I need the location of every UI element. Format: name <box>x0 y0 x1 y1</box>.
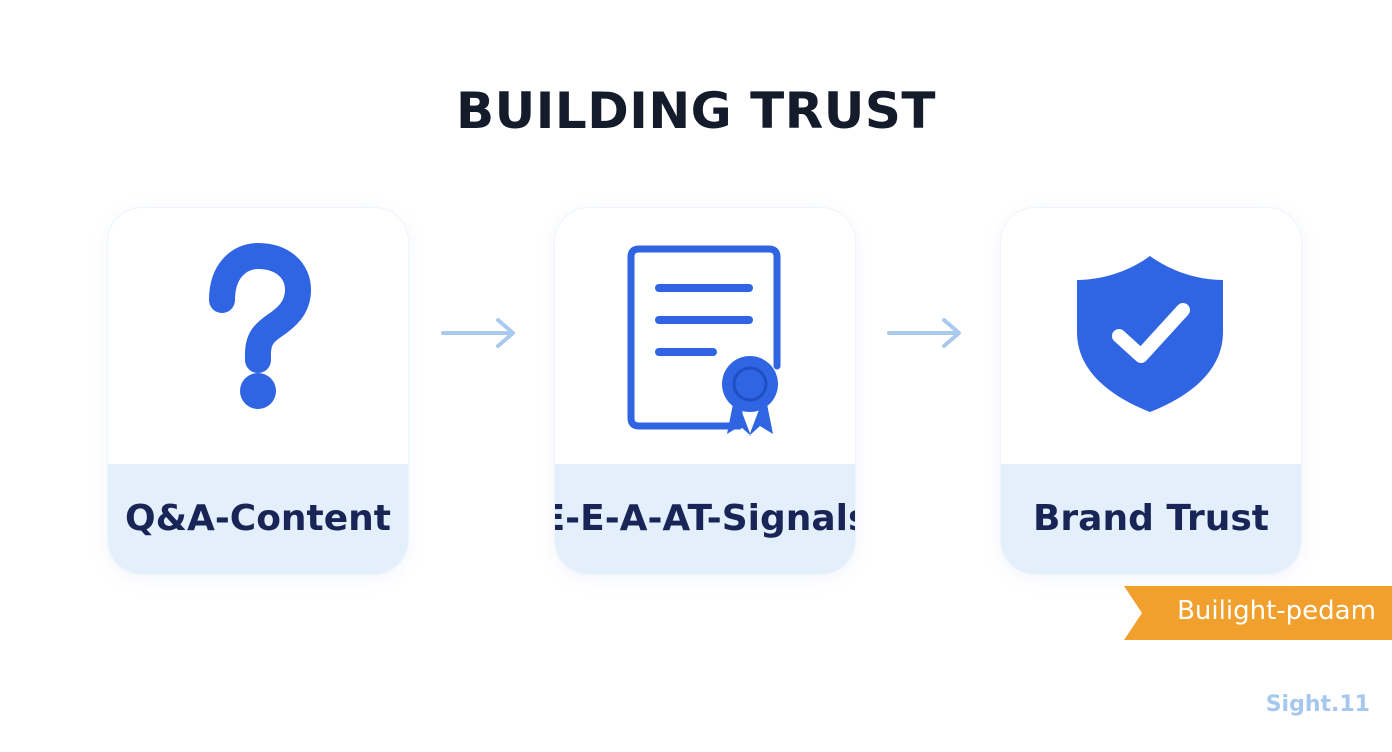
step-card-qa-content: Q&A-Content <box>108 208 408 574</box>
corner-tag: Builight-pedam <box>1124 586 1392 640</box>
step-card-eeat-signals: E-E-A-AT-Signals <box>555 208 855 574</box>
arrow-right-icon <box>441 318 515 348</box>
certificate-document-icon <box>555 208 855 464</box>
shield-check-icon <box>1001 208 1301 464</box>
corner-tag-text: Builight-pedam <box>1177 596 1376 626</box>
arrow-right-icon <box>887 318 961 348</box>
step-label: E-E-A-AT-Signals <box>555 498 855 539</box>
watermark-logo: Sight.11 <box>1265 692 1370 717</box>
question-mark-icon <box>108 208 408 464</box>
step-label: Brand Trust <box>1032 498 1270 539</box>
step-label-band: E-E-A-AT-Signals <box>555 464 855 574</box>
step-label-band: Q&A-Content <box>108 464 408 574</box>
diagram-title: BUILDING TRUST <box>456 82 936 140</box>
step-label-band: Brand Trust <box>1001 464 1301 574</box>
step-card-brand-trust: Brand Trust <box>1001 208 1301 574</box>
step-label: Q&A-Content <box>124 498 392 539</box>
